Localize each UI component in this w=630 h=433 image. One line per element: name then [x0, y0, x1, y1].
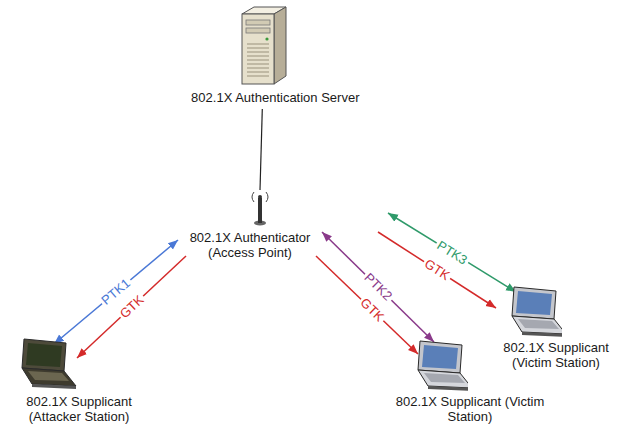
- node-label: 802.1X Supplicant (Victim Station): [395, 394, 545, 424]
- laptop-icon: [12, 336, 78, 392]
- laptop-base: [418, 370, 468, 388]
- vent-slot: [247, 76, 269, 77]
- key-arrow: [378, 232, 496, 308]
- key-label: GTK: [420, 256, 453, 284]
- server-front: [242, 14, 274, 84]
- key-arrow: [54, 240, 178, 344]
- antenna-tip: [258, 195, 262, 199]
- laptop-lid: [418, 341, 462, 373]
- node-label: 802.1X Supplicant (Attacker Station): [4, 394, 154, 424]
- server-side: [274, 7, 286, 84]
- vent-slot: [247, 60, 269, 61]
- vent-slot: [247, 68, 269, 69]
- laptop-lid: [22, 339, 66, 371]
- antenna-mast: [258, 198, 262, 223]
- signal-wave: [252, 192, 268, 202]
- drive-bay: [246, 28, 270, 33]
- laptop-icon: [408, 338, 468, 392]
- server-node: 802.1X Authentication Server: [191, 4, 360, 105]
- laptop-lid: [512, 287, 556, 319]
- node-label: 802.1X Supplicant (Victim Station): [486, 340, 626, 370]
- laptop-keyboard: [518, 319, 559, 329]
- laptop-base: [512, 316, 562, 334]
- key-arrow: [322, 232, 434, 342]
- key-arrow: [316, 256, 418, 354]
- drive-bay: [246, 20, 270, 25]
- vent-slot: [247, 56, 269, 57]
- laptop-screen: [422, 345, 458, 369]
- vent-slot: [247, 64, 269, 65]
- laptop-screen: [26, 343, 62, 367]
- node-label: 802.1X Authentication Server: [191, 90, 360, 105]
- power-led: [265, 37, 268, 40]
- laptop-edge: [522, 332, 562, 337]
- vent-slot: [247, 72, 269, 73]
- link-line: [260, 109, 262, 190]
- key-arrow: [77, 256, 186, 358]
- access-point-node: 802.1X Authenticator (Access Point): [180, 188, 320, 260]
- node-label: 802.1X Authenticator (Access Point): [180, 230, 320, 260]
- laptop-screen: [516, 291, 552, 315]
- vent-slot: [247, 52, 269, 53]
- laptop-keyboard: [424, 373, 465, 383]
- laptop-edge: [428, 386, 468, 391]
- attacker-station-node: 802.1X Supplicant (Attacker Station): [4, 336, 154, 424]
- victim-station-node: 802.1X Supplicant (Victim Station): [486, 284, 626, 370]
- laptop-edge: [32, 384, 76, 389]
- antenna-icon: [249, 188, 271, 226]
- laptop-keyboard: [28, 371, 69, 381]
- server-icon: [234, 4, 290, 86]
- vent-slot: [247, 44, 269, 45]
- vent-slot: [247, 48, 269, 49]
- laptop-base: [22, 368, 76, 386]
- laptop-icon: [502, 284, 562, 338]
